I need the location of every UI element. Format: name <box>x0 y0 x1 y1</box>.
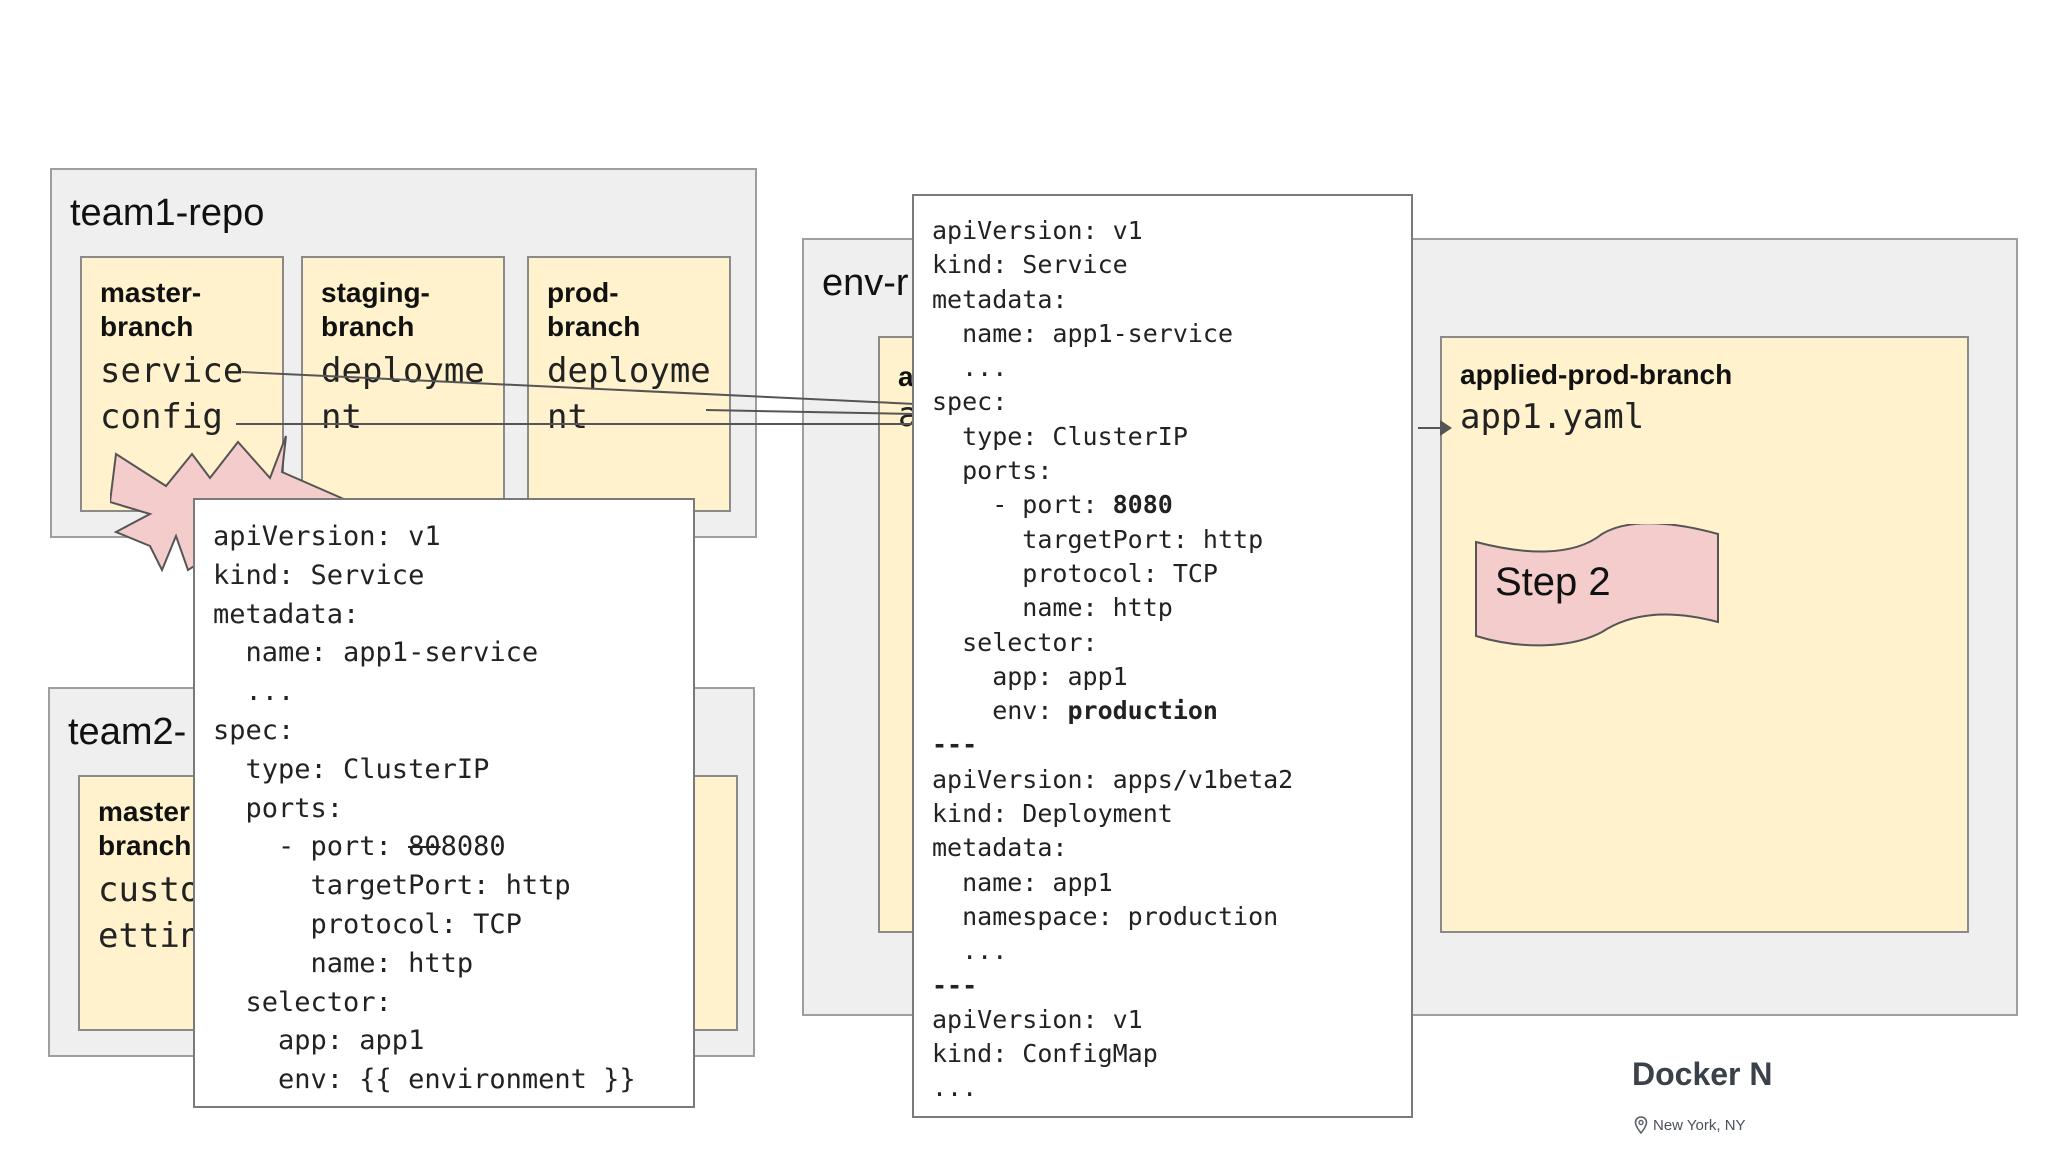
branch-file: app1.yaml <box>1460 397 1645 437</box>
applied-prod-branch-box: applied-prod-branch app1.yaml Step 2 <box>1440 336 1969 933</box>
code-line: name: app1-service <box>213 637 539 669</box>
branch-name: applied-prod-branch <box>1460 359 1733 390</box>
step-banner <box>1475 524 1719 647</box>
bold-value: 8080 <box>1112 490 1173 520</box>
branch-file-line: deployme <box>321 351 485 391</box>
code-line: ... <box>932 1073 978 1103</box>
branch-file-line: service <box>100 351 244 391</box>
code-line: kind: Deployment <box>932 799 1173 829</box>
branch-name-line: staging- <box>321 277 430 308</box>
code-line: apiVersion: v1 <box>932 216 1143 245</box>
code-line: namespace: production <box>932 901 1279 931</box>
code-card-rendered: apiVersion: v1 kind: Service metadata: nam… <box>912 194 1413 1118</box>
prod-branch-box: prod- branch deployme nt <box>527 256 731 512</box>
branch-file-line: config <box>100 397 223 437</box>
code-text: - port: <box>213 831 409 863</box>
code-line: metadata: <box>213 598 360 630</box>
branch-name: master- branch <box>100 276 201 344</box>
connector-line <box>241 371 916 405</box>
branch-name: staging- branch <box>321 276 430 344</box>
code-line: type: ClusterIP <box>932 421 1188 451</box>
watermark-title: Docker N <box>1632 1056 1773 1092</box>
branch-name-line: master <box>98 796 190 827</box>
code-line: env: production <box>932 694 1293 728</box>
code-block: apiVersion: v1 kind: Service metadata: nam… <box>213 518 636 1100</box>
branch-name-line: prod- <box>547 277 619 308</box>
branch-file-line: nt <box>321 397 362 437</box>
location-pin-icon <box>1634 1116 1648 1134</box>
code-card-source: apiVersion: v1 kind: Service metadata: nam… <box>193 498 695 1108</box>
code-line: apiVersion: v1 <box>213 521 441 552</box>
staging-branch-box: staging- branch deployme nt <box>301 256 505 512</box>
code-line: metadata: <box>932 833 1068 863</box>
code-line: name: http <box>213 947 474 979</box>
code-line: apiVersion: v1 <box>932 1004 1143 1034</box>
code-separator: --- <box>932 730 978 760</box>
code-line: type: ClusterIP <box>213 753 490 785</box>
bold-value: production <box>1067 696 1218 726</box>
code-line: app: app1 <box>213 1025 425 1057</box>
branch-file: deployme nt <box>321 348 485 440</box>
code-line: kind: ConfigMap <box>932 1039 1158 1069</box>
branch-file: custo ettin <box>98 867 200 959</box>
code-line: ... <box>932 936 1008 966</box>
branch-name-line: branch <box>547 311 641 342</box>
code-line: kind: Service <box>932 250 1128 280</box>
code-line: protocol: TCP <box>213 908 522 940</box>
connector-line <box>705 409 916 415</box>
branch-name: prod- branch <box>547 276 640 344</box>
code-line: selector: <box>213 986 392 1018</box>
code-line: name: app1-service <box>932 318 1234 348</box>
branch-file-line: deployme <box>547 351 711 391</box>
branch-name-line: branch <box>321 311 415 342</box>
code-line: name: http <box>932 593 1173 623</box>
branch-name-line: branch <box>100 311 194 342</box>
repo-title: team1-repo <box>70 192 265 234</box>
branch-file-line: nt <box>547 397 588 437</box>
watermark-location: New York, NY <box>1634 1116 1746 1134</box>
code-line: env: {{ environment }} <box>213 1064 636 1096</box>
code-line: targetPort: http <box>213 870 571 902</box>
code-line: targetPort: http <box>932 524 1264 554</box>
arrow-head <box>1440 420 1452 436</box>
code-line: ports: <box>213 792 344 824</box>
code-line: apiVersion: apps/v1beta2 <box>932 764 1294 794</box>
code-line: ... <box>213 676 295 708</box>
branch-file-line: custo <box>98 870 201 910</box>
branch-name-line: master- <box>100 277 202 308</box>
code-line: ... <box>932 353 1008 383</box>
code-line: name: app1 <box>932 867 1113 897</box>
repo-title: env-r <box>822 262 909 304</box>
struck-value: 80 <box>408 831 441 863</box>
branch-file: service config <box>100 348 243 440</box>
repo-title: team2- <box>68 711 187 753</box>
code-line: spec: <box>932 387 1008 417</box>
code-line: spec: <box>213 714 295 746</box>
code-text: - port: <box>932 490 1113 520</box>
code-separator: --- <box>932 970 978 1000</box>
code-block: apiVersion: v1 kind: Service metadata: nam… <box>932 214 1293 1106</box>
code-text: env: <box>932 696 1068 726</box>
code-line: kind: Service <box>213 559 425 591</box>
location-text: New York, NY <box>1653 1116 1746 1134</box>
code-text: 8080 <box>440 831 506 863</box>
branch-file: deployme nt <box>547 348 711 440</box>
code-line: ports: <box>932 456 1053 486</box>
code-line: metadata: <box>932 284 1068 314</box>
code-line: app: app1 <box>932 661 1128 691</box>
branch-file-line: ettin <box>98 916 201 956</box>
code-line: - port: 808080 <box>213 828 636 867</box>
code-line: selector: <box>932 627 1098 657</box>
branch-name: master branch <box>98 795 191 863</box>
code-line: - port: 8080 <box>932 488 1293 522</box>
code-line: protocol: TCP <box>932 558 1218 588</box>
step-label: Step 2 <box>1495 560 1611 604</box>
branch-name-line: branch <box>98 830 192 861</box>
branch-name: a <box>898 361 914 392</box>
